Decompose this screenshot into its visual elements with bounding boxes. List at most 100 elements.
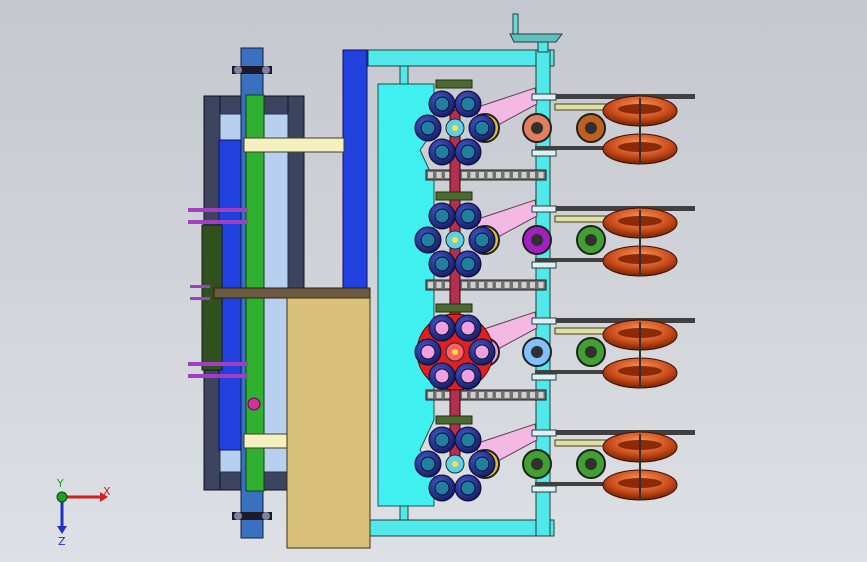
chain-link [436,392,442,398]
seed-roller-core [460,144,476,160]
rail-clamp [531,261,557,269]
seed-roller-core [434,368,450,384]
seed-roller-core [474,120,490,136]
seed-roller-core [460,432,476,448]
hopper-block [286,297,371,549]
chain-link [496,392,501,398]
seed-meter-center [452,461,458,467]
seed-roller-core [434,320,450,336]
meter-bracket [435,415,473,425]
chain-link [521,392,527,398]
chain-link [436,282,442,288]
chain-link [538,282,544,288]
chain-link [462,172,467,178]
chain-link [470,172,476,178]
chain-link [445,392,450,398]
seed-roller-core [434,432,450,448]
chain-link [513,172,518,178]
chain-link [530,392,535,398]
seed-meter-center [452,125,458,131]
link-rod [535,482,635,486]
chain-link [487,172,493,178]
y-axis-dot [56,491,68,503]
hitch-handle [509,13,563,53]
seed-roller-core [434,480,450,496]
seed-roller-core [474,344,490,360]
disk-hub [531,458,543,470]
row-unit [414,303,695,391]
disk-hub [585,346,597,358]
link-rod [535,206,695,211]
chain-link [436,172,442,178]
seed-roller-core [434,96,450,112]
vertical-columns [201,47,368,539]
disk-hub [585,122,597,134]
chain-link [496,282,501,288]
chain-link [513,392,518,398]
row-unit [414,191,695,278]
chain-link [428,282,433,288]
seed-roller-core [420,344,436,360]
chain-link [538,392,544,398]
seed-roller-core [460,208,476,224]
chain-strip [425,169,547,181]
row-units [414,79,695,502]
row-unit [414,79,695,166]
chain-link [445,282,450,288]
link-rod [535,94,695,99]
shaft-bolts [232,66,272,520]
seed-meter-center [452,237,458,243]
chain-strip [425,279,547,291]
chain-link [513,282,518,288]
chain-link [530,282,535,288]
seed-roller-core [460,96,476,112]
disk-hub [531,346,543,358]
chain-link [470,282,476,288]
link-rod [535,430,695,435]
seed-roller-core [460,480,476,496]
chain-link [521,282,527,288]
chain-link [470,392,476,398]
meter-bracket [435,303,473,313]
seed-roller-core [420,232,436,248]
meter-bracket [435,79,473,89]
chain-link [487,282,493,288]
chain-link [504,282,510,288]
link-rod [535,370,635,374]
link-rod [535,146,635,150]
cross-beam [213,287,371,299]
seed-roller-core [434,208,450,224]
seed-roller-core [474,456,490,472]
chain-link [479,392,484,398]
chain-link [496,172,501,178]
chain-link [462,392,467,398]
rail-clamp [531,149,557,157]
seed-roller-core [460,368,476,384]
row-unit [414,415,695,502]
x-axis-label: X [103,485,111,498]
orientation-triad: X Y Z [56,477,111,548]
rail-clamp [531,317,557,325]
adjust-rods [188,208,261,411]
rail-clamp [531,373,557,381]
seed-roller-core [460,256,476,272]
rail-clamp [531,205,557,213]
meter-bracket [435,191,473,201]
chain-link [428,172,433,178]
chain-link [445,172,450,178]
rail-clamp [531,93,557,101]
seed-meter-center [452,349,458,355]
disk-hub [531,234,543,246]
disk-hub [585,458,597,470]
z-axis-label: Z [58,535,66,548]
chain-link [538,172,544,178]
chain-link [428,392,433,398]
chain-link [504,172,510,178]
drive-chains [425,109,547,471]
chain-link [487,392,493,398]
chain-link [479,282,484,288]
disk-hub [531,122,543,134]
seed-roller-core [420,120,436,136]
